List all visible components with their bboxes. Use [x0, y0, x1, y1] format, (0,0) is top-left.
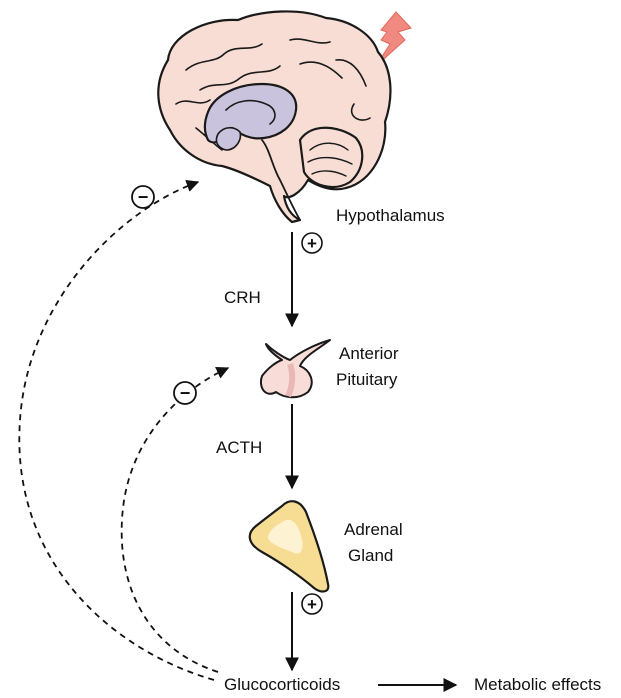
anterior-pituitary-label-line2: Pituitary — [336, 368, 397, 392]
brain-icon — [158, 11, 390, 222]
anterior-pituitary-label-line1: Anterior — [339, 342, 399, 366]
feedback-to-pituitary-arrow — [122, 368, 228, 672]
metabolic-effects-label: Metabolic effects — [474, 673, 601, 697]
adrenal-gland-icon — [250, 501, 329, 591]
glucocorticoids-label: Glucocorticoids — [224, 673, 340, 697]
negative-sign-pituitary-text: − — [180, 383, 191, 403]
positive-sign-adrenal-text: + — [307, 595, 317, 614]
negative-sign-hypothalamus-text: − — [138, 187, 149, 207]
adrenal-gland-label-line1: Adrenal — [344, 518, 403, 542]
crh-label: CRH — [224, 286, 261, 310]
acth-label: ACTH — [216, 436, 262, 460]
adrenal-gland-label-line2: Gland — [348, 544, 393, 568]
pituitary-gland-icon — [261, 340, 330, 397]
positive-sign-hypothalamus-text: + — [307, 234, 317, 253]
feedback-to-hypothalamus-arrow — [19, 182, 214, 680]
hypothalamus-label: Hypothalamus — [336, 204, 445, 228]
